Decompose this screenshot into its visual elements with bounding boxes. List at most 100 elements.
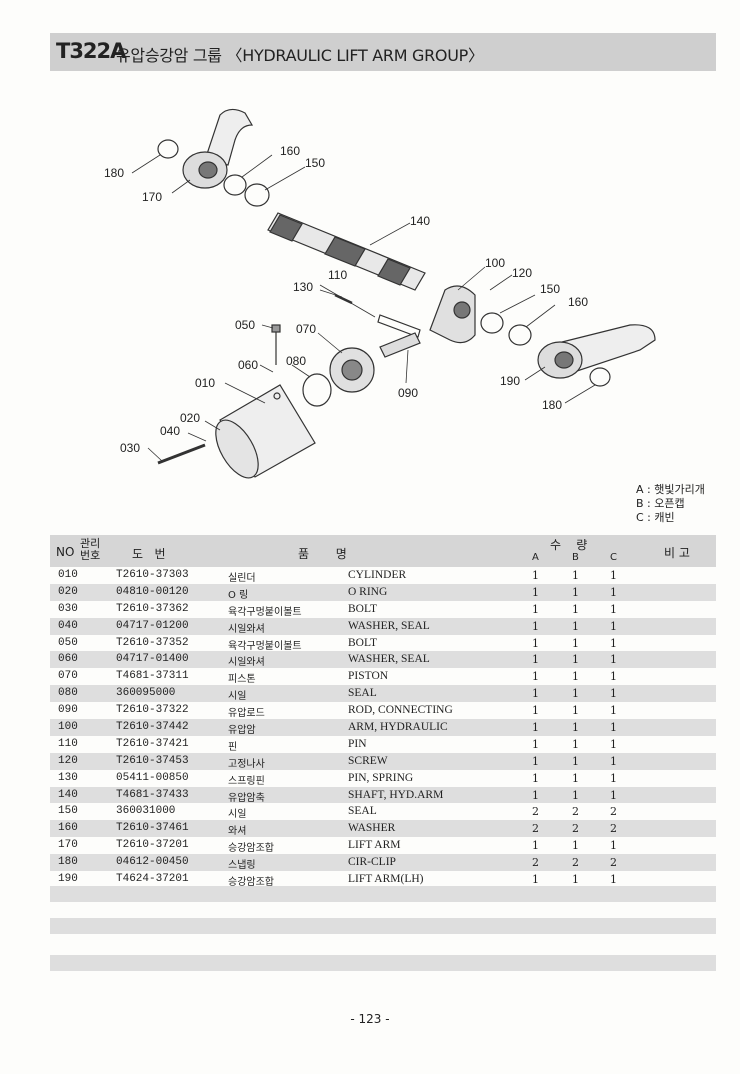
qty-b: 1: [572, 687, 579, 701]
english-name: WASHER, SEAL: [348, 653, 430, 666]
qty-c: 1: [610, 585, 617, 599]
callout-180-top: 180: [104, 166, 124, 180]
part-no: 060: [58, 653, 78, 666]
seal-150-l: [244, 183, 270, 207]
part-number: 04717-01200: [116, 619, 189, 632]
part-no: 090: [58, 704, 78, 717]
qty-c: 1: [610, 653, 617, 667]
part-no: 020: [58, 585, 78, 598]
table-header: NO 관리번호 도 번 품 명 수 량 A B C 비 고: [50, 535, 716, 567]
english-name: PIN, SPRING: [348, 771, 414, 784]
english-name: CIR-CLIP: [348, 856, 396, 869]
lift-arm-left: [204, 108, 254, 166]
washer-160-r: [508, 324, 532, 346]
part-no: 150: [58, 805, 78, 818]
korean-name: 핀: [228, 741, 238, 753]
qty-c: 2: [610, 805, 617, 819]
qty-b: 1: [572, 585, 579, 599]
header-drawing: 도 번: [132, 547, 166, 561]
seal-150-r: [480, 312, 504, 334]
header-a: A: [532, 552, 539, 563]
qty-b: 1: [572, 873, 579, 887]
korean-name: 유압로드: [228, 708, 265, 720]
part-no: 070: [58, 670, 78, 683]
part-no: 030: [58, 602, 78, 615]
qty-a: 1: [532, 754, 539, 768]
qty-a: 1: [532, 873, 539, 887]
english-name: SCREW: [348, 754, 388, 767]
korean-name: 시일: [228, 809, 247, 821]
qty-c: 1: [610, 687, 617, 701]
qty-a: 1: [532, 771, 539, 785]
korean-name: 시일와셔: [228, 657, 265, 669]
empty-row-band: [50, 886, 716, 902]
korean-name: 승강암조합: [228, 877, 274, 889]
part-number: T2610-37303: [116, 569, 189, 581]
legend: A : 햇빛가리개 B : 오픈캡 C : 캐빈: [636, 483, 705, 525]
qty-a: 1: [532, 636, 539, 650]
korean-name: 승강암조합: [228, 843, 274, 855]
callout-070: 070: [296, 322, 316, 336]
korean-name: 와셔: [228, 826, 247, 838]
qty-b: 2: [572, 856, 579, 870]
qty-b: 1: [572, 704, 579, 718]
korean-name: 유압암축: [228, 792, 265, 804]
part-no: 170: [58, 839, 78, 852]
qty-b: 1: [572, 721, 579, 735]
english-name: WASHER: [348, 822, 396, 835]
part-no: 100: [58, 721, 78, 734]
part-number: 05411-00850: [116, 771, 189, 784]
header-name: 품 명: [298, 547, 347, 561]
qty-a: 1: [532, 687, 539, 701]
part-no: 190: [58, 873, 78, 886]
callout-160-top: 160: [280, 144, 300, 158]
callout-020: 020: [180, 411, 200, 425]
callout-090: 090: [398, 386, 418, 400]
qty-c: 1: [610, 569, 617, 582]
qty-c: 1: [610, 619, 617, 633]
part-no: 110: [58, 737, 78, 750]
english-name: LIFT ARM: [348, 839, 401, 852]
part-number: T2610-37352: [116, 636, 189, 649]
part-number: 360031000: [116, 805, 176, 818]
qty-a: 1: [532, 585, 539, 599]
part-number: T2610-37461: [116, 822, 189, 835]
qty-c: 1: [610, 704, 617, 718]
qty-b: 2: [572, 805, 579, 819]
callout-120: 120: [512, 266, 532, 280]
qty-b: 1: [572, 653, 579, 667]
part-number: T2610-37362: [116, 602, 189, 615]
qty-c: 1: [610, 602, 617, 616]
part-no: 160: [58, 822, 78, 835]
callout-170: 170: [142, 190, 162, 204]
korean-name: 고정나사: [228, 758, 265, 770]
callout-010: 010: [195, 376, 215, 390]
korean-name: 육각구멍붙이볼트: [228, 606, 302, 618]
qty-c: 1: [610, 670, 617, 684]
qty-a: 1: [532, 670, 539, 684]
qty-a: 2: [532, 822, 539, 836]
qty-b: 1: [572, 754, 579, 768]
header-c: C: [610, 552, 617, 563]
part-no: 180: [58, 856, 78, 869]
english-name: PIN: [348, 737, 367, 750]
callout-080: 080: [286, 354, 306, 368]
english-name: ARM, HYDRAULIC: [348, 721, 448, 734]
part-number: T2610-37421: [116, 737, 189, 750]
qty-c: 1: [610, 737, 617, 751]
callout-140: 140: [410, 214, 430, 228]
korean-name: 피스톤: [228, 674, 256, 686]
callout-110: 110: [328, 268, 347, 282]
callout-160-right: 160: [568, 295, 588, 309]
callout-130: 130: [293, 280, 313, 294]
